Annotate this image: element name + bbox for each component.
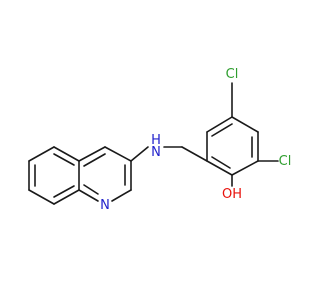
bond [53,189,80,205]
double-bond-inner [53,153,75,166]
amine-n-label: N [151,145,161,160]
bond [53,146,80,162]
bond [28,189,55,205]
bond [206,116,233,133]
double-bond-inner [211,156,231,169]
bond [111,189,132,202]
atom-labels: Cl Cl OH H N N [100,67,291,213]
bond [78,189,99,202]
chlorine-label-top: Cl [226,67,239,82]
bonds [28,82,279,205]
bond [231,116,259,133]
bond-n-quinoline [130,146,149,162]
chlorine-label-right: Cl [279,154,292,169]
structure-svg: Cl Cl OH H N N [28,67,291,213]
double-bond-inner [83,153,106,167]
bond [206,160,233,176]
double-bond-inner [211,123,233,137]
bond [104,146,132,162]
bond [78,146,106,162]
hydroxyl-label: OH [222,187,242,202]
molecule-diagram: Cl Cl OH H N N [28,67,291,213]
bond-ring-ch2 [181,146,208,162]
ring-nitrogen-label: N [100,198,110,213]
bond [231,160,259,176]
bond [28,146,55,162]
amine-h-label: H [151,133,161,148]
double-bond-inner [83,184,99,195]
double-bond-inner [53,185,75,198]
